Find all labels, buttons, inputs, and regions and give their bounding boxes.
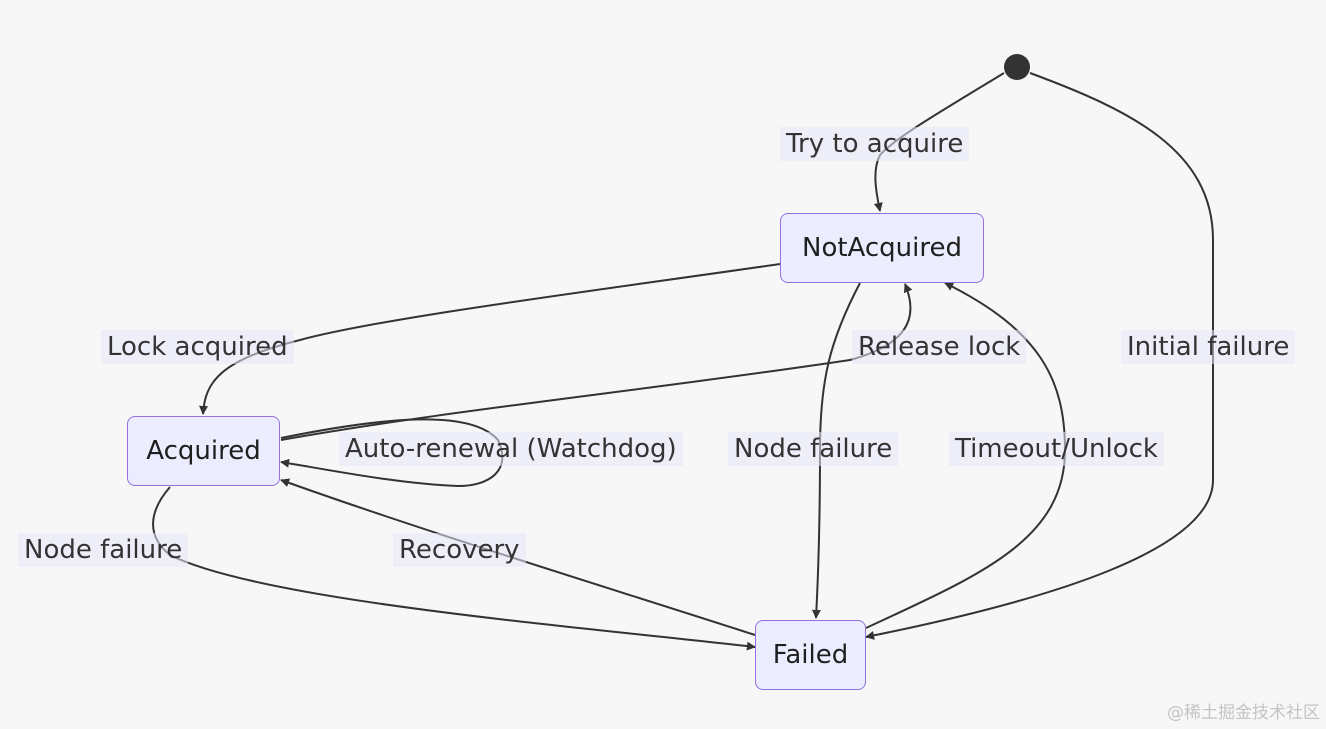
edge-start-to-failed bbox=[865, 72, 1214, 640]
edge-label-timeout-unlock: Timeout/Unlock bbox=[949, 432, 1164, 466]
edge-label-release-lock: Release lock bbox=[852, 330, 1027, 364]
edge-acquired-self-loop bbox=[280, 418, 504, 488]
edge-acquired-to-notacquired bbox=[280, 283, 913, 441]
state-node-failed[interactable]: Failed bbox=[755, 620, 866, 690]
edge-notacquired-to-acquired bbox=[199, 263, 781, 415]
edge-label-lock-acquired: Lock acquired bbox=[101, 330, 294, 364]
edge-label-node-failure-acquired: Node failure bbox=[18, 533, 189, 567]
start-marker-icon bbox=[1004, 54, 1030, 80]
edge-label-try-to-acquire: Try to acquire bbox=[780, 127, 970, 161]
edge-label-node-failure-notacquired: Node failure bbox=[728, 432, 899, 466]
state-node-notacquired[interactable]: NotAcquired bbox=[780, 213, 984, 283]
state-node-acquired[interactable]: Acquired bbox=[127, 416, 280, 486]
watermark-text: @稀土掘金技术社区 bbox=[1167, 703, 1320, 723]
edge-label-auto-renewal: Auto-renewal (Watchdog) bbox=[339, 432, 683, 466]
edge-acquired-to-failed bbox=[152, 486, 756, 651]
edge-label-recovery: Recovery bbox=[393, 533, 526, 567]
edge-label-initial-failure: Initial failure bbox=[1121, 330, 1296, 364]
